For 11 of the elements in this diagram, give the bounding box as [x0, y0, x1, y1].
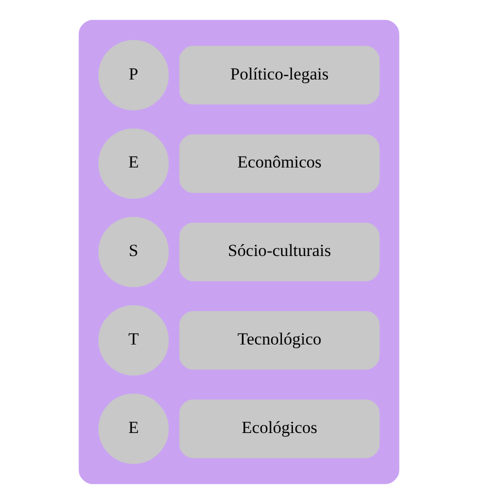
- node-box: Sócio-culturais: [178, 222, 380, 282]
- node-box: Ecológicos: [178, 400, 380, 458]
- node-box: Econômicos: [178, 134, 380, 193]
- node-circle: S: [98, 216, 168, 288]
- cluster: [78, 20, 399, 484]
- node-box: Político-legais: [178, 46, 380, 104]
- node-circle: E: [98, 128, 168, 199]
- node-circle: P: [98, 40, 168, 110]
- node-circle: T: [98, 305, 168, 376]
- node-box: Tecnológico: [178, 311, 380, 370]
- node-circle: E: [98, 394, 168, 464]
